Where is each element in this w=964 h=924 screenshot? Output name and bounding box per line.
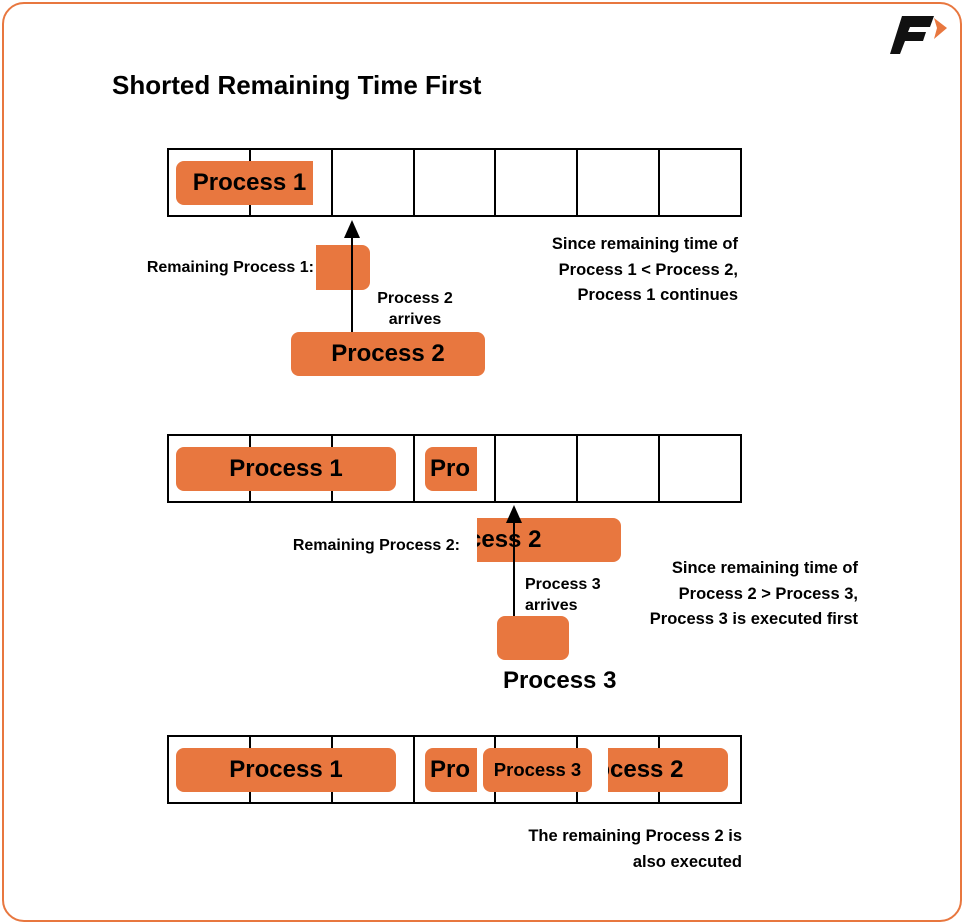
note-line: also executed — [632, 852, 742, 871]
process-2-rest-label: Process 2 — [608, 756, 684, 783]
process-2-rest-block: Process 2 — [608, 748, 728, 792]
note-line: Since remaining time of — [671, 559, 858, 577]
note-line: Since remaining time of — [551, 235, 738, 253]
arrival-text-1a: Process 2 — [377, 290, 453, 307]
note-line: The remaining Process 2 is — [528, 827, 742, 845]
arrival-text-2b: arrives — [525, 597, 578, 614]
process-1-block: Process 1 — [176, 161, 313, 205]
remaining-process-2-block: Process 2 — [477, 518, 621, 562]
note-step-2: Since remaining time of Process 2 > Proc… — [650, 556, 858, 633]
arrow-head-icon — [344, 220, 360, 238]
process-1-label: Process 1 — [229, 455, 343, 482]
remaining-process-2-text: Process 2 — [477, 526, 542, 553]
note-line: Process 1 continues — [577, 286, 738, 304]
arrow-head-icon — [506, 505, 522, 523]
note-step-1: Since remaining time of Process 1 < Proc… — [552, 232, 738, 309]
remaining-process-1-label: Remaining Process 1: — [146, 259, 314, 276]
note-line: Process 1 < Process 2, — [558, 260, 738, 279]
brand-logo — [890, 16, 947, 54]
process-1-label: Process 1 — [192, 169, 307, 196]
process-1-block: Process 1 — [176, 447, 396, 491]
process-1-label: Process 1 — [229, 756, 343, 783]
arrival-text-2a: Process 3 — [525, 576, 601, 593]
process-2-block: Process 2 — [291, 332, 485, 376]
note-step-3: The remaining Process 2 is also executed — [528, 824, 742, 875]
process-3-block — [497, 616, 569, 660]
process-2-partial-label: Pro — [430, 756, 471, 783]
note-line: Process 3 is executed first — [649, 610, 858, 628]
note-line: Process 2 > Process 3, — [678, 584, 858, 603]
arrival-arrow-1 — [351, 232, 353, 332]
process-3-label: Process 3 — [503, 667, 617, 694]
remaining-process-1-block — [316, 245, 370, 290]
process-2-label: Process 2 — [331, 340, 445, 367]
process-2-partial-block: Pro — [425, 748, 477, 792]
remaining-process-2-label: Remaining Process 2: — [292, 537, 460, 554]
process-2-partial-label: Pro — [430, 455, 471, 482]
process-1-block: Process 1 — [176, 748, 396, 792]
process-3-block: Process 3 — [483, 748, 592, 792]
arrival-arrow-2 — [513, 518, 515, 616]
arrival-text-1b: arrives — [388, 311, 442, 328]
process-2-partial-block: Pro — [425, 447, 477, 491]
page-title: Shorted Remaining Time First — [112, 70, 482, 100]
process-3-label: Process 3 — [493, 759, 582, 780]
timeline-row-1 — [167, 148, 742, 217]
